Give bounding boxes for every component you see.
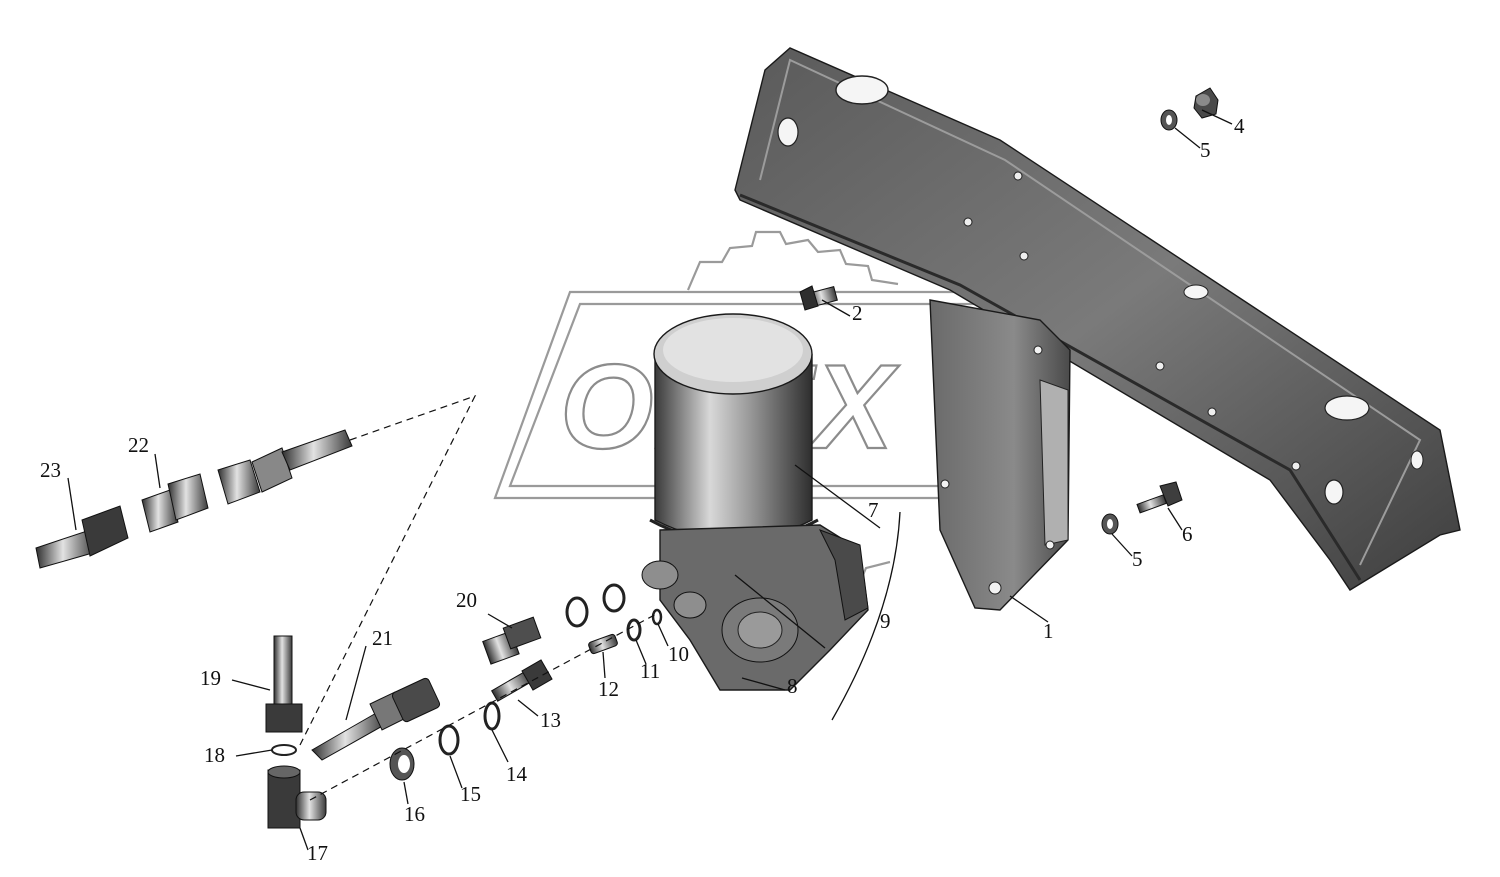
bolt-part-13 — [490, 659, 553, 702]
ring-part-15 — [438, 724, 460, 756]
ring-part-14 — [483, 701, 501, 731]
label-part-14: 14 — [506, 762, 528, 786]
label-part-10: 10 — [668, 642, 689, 666]
label-part-16: 16 — [404, 802, 425, 826]
label-part-5-top: 5 — [1200, 138, 1211, 162]
label-part-15: 15 — [460, 782, 481, 806]
o-ring-upper-left — [565, 596, 589, 628]
leader-lines — [67, 109, 1233, 851]
label-part-18: 18 — [204, 743, 225, 767]
frame-beam-part-1 — [734, 47, 1461, 591]
label-part-17: 17 — [307, 841, 328, 865]
label-part-6: 6 — [1182, 522, 1193, 546]
mounting-bracket — [929, 299, 1071, 611]
washer-part-5-top — [1160, 109, 1178, 131]
bolt-part-2 — [799, 285, 838, 311]
o-ring-upper-right — [602, 583, 626, 613]
label-part-7: 7 — [868, 498, 879, 522]
label-part-19: 19 — [200, 666, 221, 690]
nut-part-16 — [389, 747, 415, 781]
part-labels: 1 2 4 5 5 6 7 8 9 10 11 12 13 14 15 16 1… — [40, 114, 1245, 865]
valve-body-part-8 — [641, 524, 869, 691]
washer-part-18 — [271, 744, 297, 756]
fitting-part-20 — [482, 616, 542, 665]
angle-fitting-part-17 — [267, 765, 327, 829]
fitting-part-22 — [141, 473, 209, 533]
ring-part-10 — [651, 608, 663, 626]
label-part-1: 1 — [1043, 619, 1054, 643]
label-part-11: 11 — [640, 659, 660, 683]
nipple-part-12 — [588, 633, 618, 655]
assembly-lines — [299, 394, 661, 801]
label-part-5-bottom: 5 — [1132, 547, 1143, 571]
fitting-part-21 — [311, 677, 441, 761]
fitting-part-23 — [35, 505, 129, 569]
label-part-23: 23 — [40, 458, 61, 482]
label-part-8: 8 — [787, 674, 798, 698]
label-part-22: 22 — [128, 433, 149, 457]
fitting-part-19 — [265, 635, 303, 733]
label-part-2: 2 — [852, 301, 863, 325]
label-part-12: 12 — [598, 677, 619, 701]
connector-assembly — [217, 429, 353, 505]
label-part-20: 20 — [456, 588, 477, 612]
air-dryer-filter-part-7 — [649, 313, 819, 544]
label-part-13: 13 — [540, 708, 561, 732]
ring-part-11 — [626, 618, 642, 642]
bolt-part-6 — [1136, 481, 1183, 514]
label-part-9: 9 — [880, 609, 891, 633]
label-part-21: 21 — [372, 626, 393, 650]
washer-part-5-bottom — [1101, 513, 1119, 535]
label-part-4: 4 — [1234, 114, 1245, 138]
nut-part-4 — [1193, 87, 1219, 119]
